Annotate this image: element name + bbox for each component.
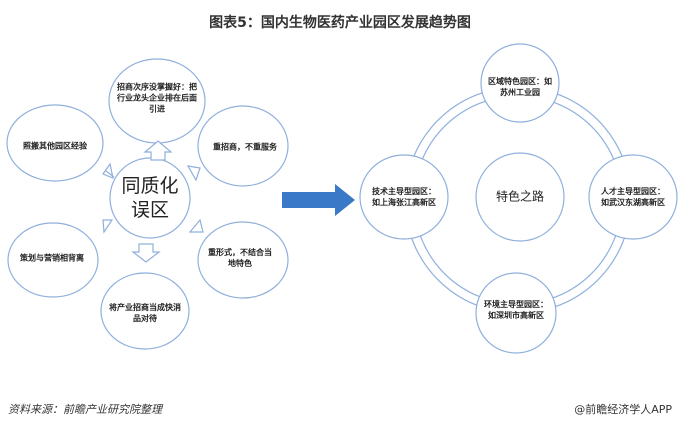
circle-right — [588, 154, 678, 240]
right-arrow — [282, 184, 355, 216]
center-label-right: 特色之路 — [495, 189, 544, 204]
arrow-ll — [102, 219, 114, 234]
ellipse-lower-right — [197, 221, 289, 299]
circle-top — [480, 43, 560, 123]
item-label: 重形式，不结合当地特色 — [208, 248, 272, 268]
item-label: 环境主导型园区：如深圳市高新区 — [484, 300, 548, 320]
figure-title: 图表5：国内生物医药产业园区发展趋势图 — [209, 15, 471, 31]
ellipse-lower-left — [7, 222, 99, 298]
center-label-left: 同质化误区 — [121, 175, 179, 221]
circle-bottom — [475, 272, 557, 354]
item-label: 照搬其他园区经验 — [23, 141, 87, 151]
circle-left — [359, 154, 449, 240]
source-note: 资料来源：前瞻产业研究院整理 — [8, 403, 162, 416]
item-label: 重招商，不重服务 — [213, 142, 277, 152]
item-label: 人才主导型园区：如武汉东湖高新区 — [601, 187, 665, 207]
ellipse-upper-right — [197, 105, 289, 187]
item-label: 技术主导型园区：如上海张江高新区 — [372, 187, 436, 207]
arrow-up — [143, 140, 173, 161]
ellipse-bottom — [100, 272, 190, 350]
center-circle-right — [475, 152, 565, 242]
arrow-ur — [186, 165, 201, 182]
center-circle-left — [109, 157, 191, 239]
item-label: 策划与营销相背离 — [20, 253, 84, 263]
arrow-ul — [102, 162, 115, 179]
item-label: 区域特色园区：如苏州工业园 — [488, 77, 552, 97]
ellipse-upper-left — [6, 104, 104, 182]
item-label: 招商次序没掌握好：把行业龙头企业排在后面引进 — [117, 82, 197, 114]
item-label: 将产业招商当成快消品对待 — [109, 303, 181, 323]
arrow-down — [131, 243, 161, 263]
arrow-lr — [188, 218, 204, 233]
brand-note: @前瞻经济学人APP — [574, 403, 672, 416]
